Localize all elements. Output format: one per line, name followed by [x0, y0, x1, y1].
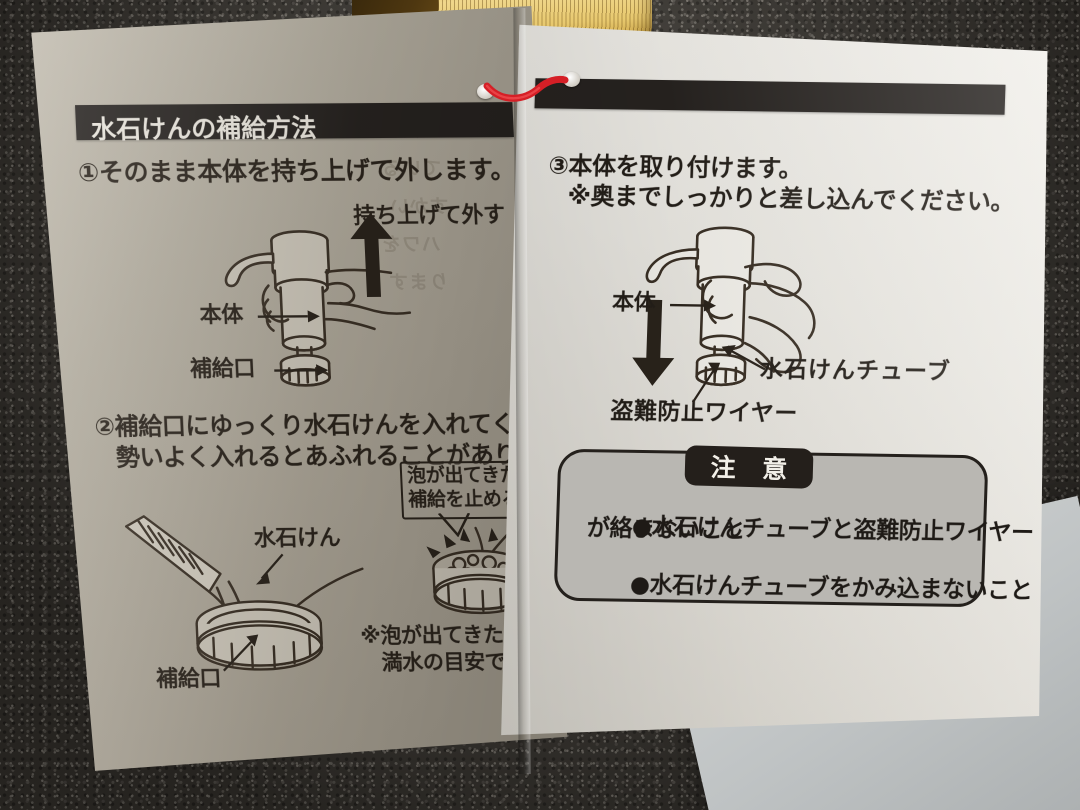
- warning-badge: 注 意: [684, 445, 814, 489]
- step2-pouring-illustration: [121, 507, 379, 689]
- leaflet-right-page: ③本体を取り付けます。 ※奥までしっかりと差し込んでください。: [495, 2, 1068, 769]
- callout-tail: [435, 513, 496, 537]
- red-string-tie: [483, 72, 569, 106]
- warning-bullet: ●: [629, 571, 651, 598]
- leaflet-left-page: けん ている すかい ハワを ります 水石けんの補給方法 ①そのまま本体を持ち上…: [14, 6, 569, 779]
- label-hokyuguchi-left-top: 補給口: [189, 356, 256, 383]
- label-mizusekken-tube: 水石けんチューブ: [759, 356, 952, 385]
- label-mizusekken: 水石けん: [253, 525, 341, 552]
- label-hokyuguchi-left-bottom: 補給口: [155, 666, 222, 693]
- leader-line-mizusekken: [251, 552, 293, 590]
- leader-line-tube: [713, 343, 770, 374]
- warning-item-1-line2: が絡まないこと: [586, 515, 746, 544]
- warning-badge-label: 注 意: [710, 452, 797, 485]
- leader-line-honntai-right: [668, 296, 721, 315]
- punch-hole-right: [563, 72, 580, 87]
- label-honntai-right: 本体: [611, 290, 656, 316]
- step1-text: ①そのまま本体を持ち上げて外します。: [77, 155, 516, 188]
- callout-line2: 補給を止める: [407, 487, 521, 511]
- warning-item-2-text: 水石けんチューブをかみ込まないこと: [649, 571, 1033, 604]
- leader-line-hokyuguchi-bottom: [218, 632, 268, 674]
- warning-item-2-line1: ●水石けんチューブをかみ込まないこと: [568, 546, 1034, 630]
- step1-dispenser-illustration: [173, 206, 512, 398]
- leader-line-wire: [687, 360, 728, 405]
- step3-line1: ③本体を取り付けます。: [548, 151, 803, 183]
- leader-line-hokyuguchi-top: [272, 361, 333, 379]
- left-header-title: 水石けんの補給方法: [90, 113, 317, 144]
- right-header-bar: [534, 78, 1005, 115]
- leader-line-honntai-left: [255, 307, 324, 325]
- step3-line2: ※奥までしっかりと差し込んでください。: [567, 181, 1015, 216]
- label-honntai-left: 本体: [199, 302, 244, 329]
